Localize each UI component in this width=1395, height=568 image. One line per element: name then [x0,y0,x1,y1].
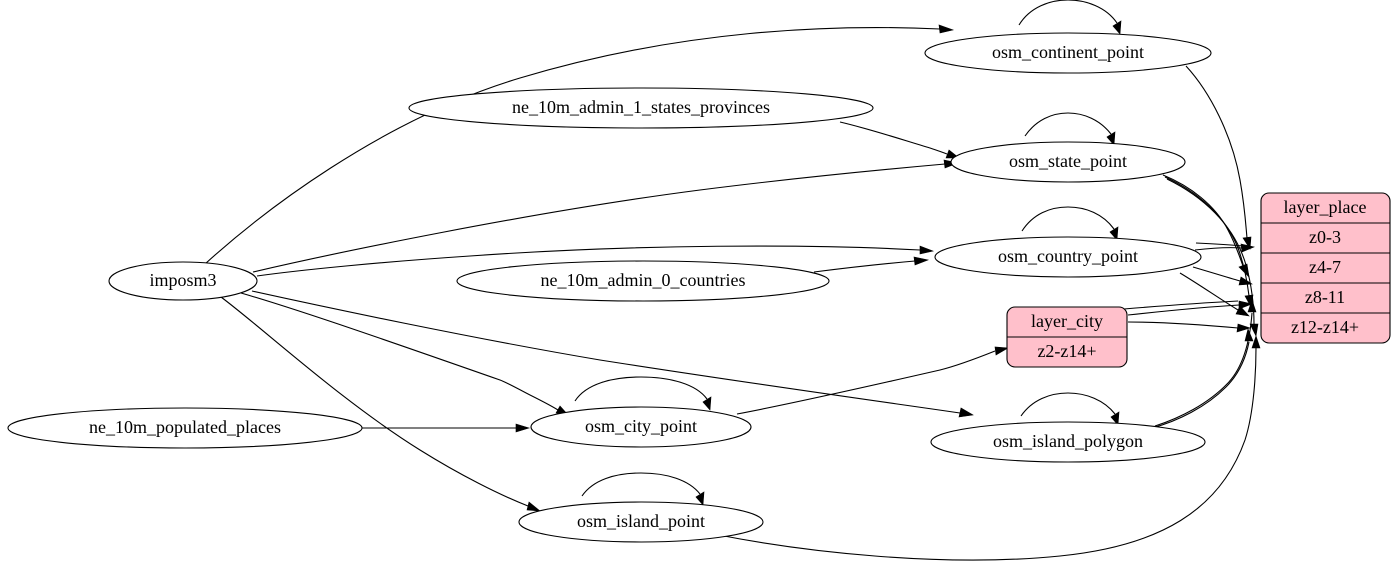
edge-imposm3-to-osm_country_point [256,245,935,277]
edge-self-osm_island_polygon [1020,392,1120,426]
edge-osm_country_point-to-layer_place-z4-7 [1194,243,1255,253]
edge-self-osm_island_point [581,472,705,506]
edge-bundle-decoration [1123,242,1244,310]
node-osm_island_point[interactable]: osm_island_point [518,501,764,543]
node-label-osm_island_polygon: osm_island_polygon [993,431,1143,451]
edge-self-osm_country_point [1021,206,1119,241]
edge-layer_city-to-layer_place-z8-11 [1127,300,1254,316]
edge-osm_city_point-to-layer_city-z2-z14+ [736,346,1009,415]
edge-self-osm_continent_point [1018,0,1122,35]
edge-imposm3-to-osm_island_polygon [251,290,974,418]
edge-ne_10m_populated_places-to-osm_city_point [362,423,531,433]
layer_place-row-z4-7: z4-7 [1309,257,1341,277]
node-imposm3[interactable]: imposm3 [108,261,258,301]
node-osm_island_polygon[interactable]: osm_island_polygon [930,421,1206,463]
layer_place-header-label: layer_place [1284,197,1367,217]
layer_city-header-label: layer_city [1031,311,1103,331]
edge-osm_country_point-to-layer_place-z12-z14+ [1179,272,1250,317]
edge-imposm3-to-osm_island_point [220,296,541,512]
node-layer_city[interactable]: layer_city z2-z14+ [1006,306,1128,368]
edge-imposm3-to-osm_state_point [252,159,960,273]
node-layer_place[interactable]: layer_place z0-3 z4-7 z8-11 z12-z14+ [1260,192,1391,344]
node-label-osm_island_point: osm_island_point [577,511,705,531]
edge-imposm3-to-osm_city_point [240,292,570,417]
layer_place-row-z0-3: z0-3 [1309,227,1341,247]
layer_place-row-z8-11: z8-11 [1305,287,1345,307]
node-ne_10m_admin_1_states_provinces[interactable]: ne_10m_admin_1_states_provinces [408,87,874,129]
node-label-imposm3: imposm3 [149,270,216,290]
node-layer: imposm3 ne_10m_admin_1_states_provinces … [7,32,1391,543]
edge-osm_state_point-to-layer_place-z8-11 [1164,176,1254,308]
node-label-ne_10m_admin_1_states_provinces: ne_10m_admin_1_states_provinces [512,97,770,117]
node-osm_continent_point[interactable]: osm_continent_point [924,32,1212,74]
node-label-osm_continent_point: osm_continent_point [992,42,1144,62]
edge-osm_island_polygon-to-layer_place-z12-z14+ [1151,328,1254,429]
node-osm_city_point[interactable]: osm_city_point [530,406,752,448]
layer_city-row-z2-z14: z2-z14+ [1037,341,1096,361]
layer_place-row-z12-z14: z12-z14+ [1291,317,1359,337]
edge-osm_island_point-to-layer_place-z12-z14+ [718,335,1261,561]
edge-ne_10m_admin_1_states_provinces-to-osm_state_point [839,121,960,159]
edge-self-osm_state_point [1024,112,1116,146]
node-label-ne_10m_populated_places: ne_10m_populated_places [89,417,281,437]
edge-layer_city-to-layer_place-z12-z14+ [1127,321,1251,333]
node-osm_state_point[interactable]: osm_state_point [950,141,1186,183]
node-ne_10m_populated_places[interactable]: ne_10m_populated_places [7,407,363,449]
edge-osm_country_point-to-layer_place-z8-11 [1192,266,1253,286]
node-label-ne_10m_admin_0_countries: ne_10m_admin_0_countries [541,270,746,290]
edge-ne_10m_admin_0_countries-to-osm_country_point [813,256,930,273]
node-label-osm_state_point: osm_state_point [1009,151,1127,171]
node-osm_country_point[interactable]: osm_country_point [934,236,1202,278]
edge-osm_island_polygon-to-layer_place-z8-11 [1154,299,1257,427]
layer_place-background [1260,192,1391,344]
node-ne_10m_admin_0_countries[interactable]: ne_10m_admin_0_countries [456,260,830,302]
node-label-osm_country_point: osm_country_point [998,246,1138,266]
edge-osm_continent_point-to-layer_place-z0-3 [1185,65,1252,250]
node-label-osm_city_point: osm_city_point [585,416,697,436]
edge-imposm3-to-osm_continent_point [204,24,955,265]
edge-self-osm_city_point [574,376,712,411]
